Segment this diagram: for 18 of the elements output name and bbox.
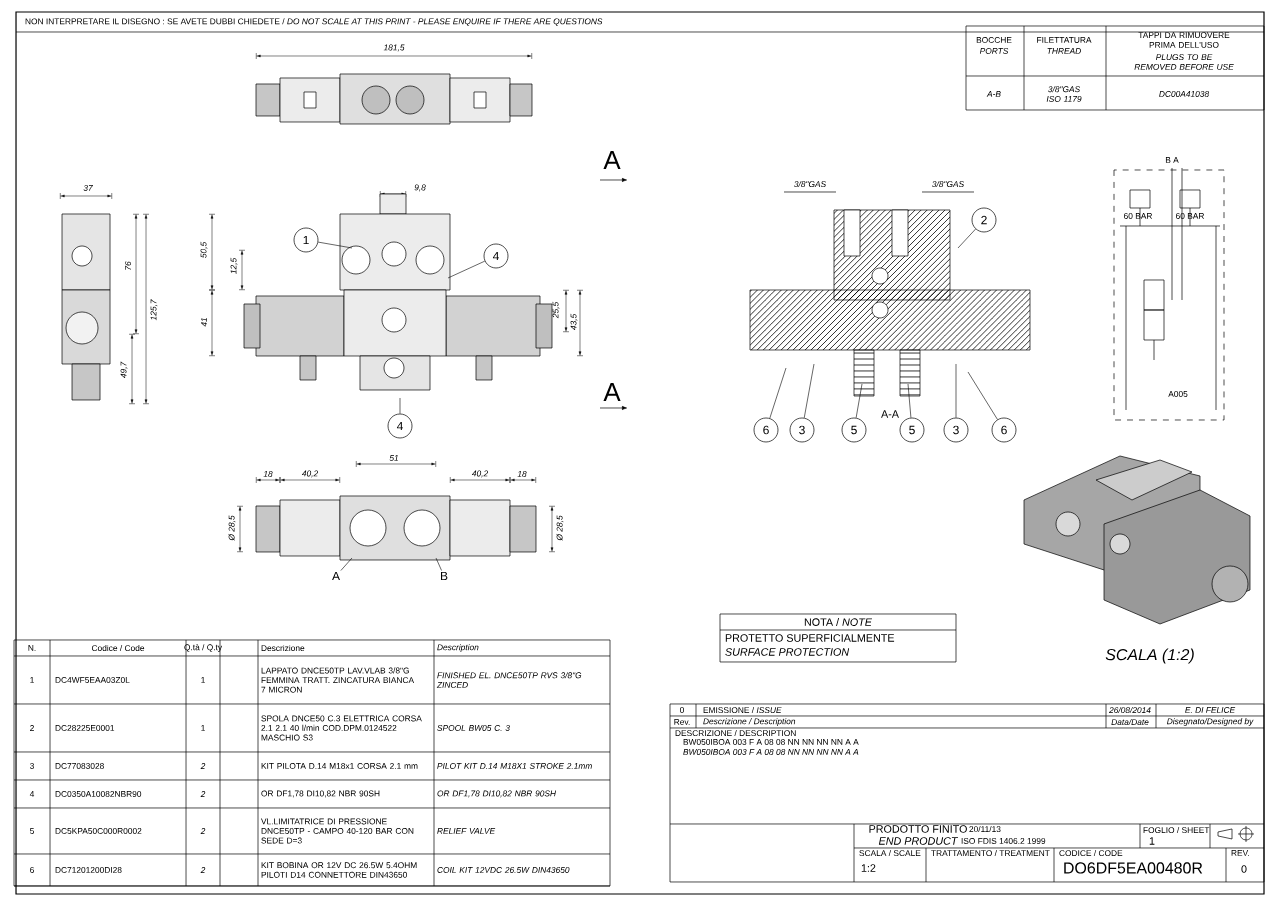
leader-line (907, 383, 912, 418)
leader-line (967, 371, 998, 420)
section-view-drawing (749, 191, 1031, 397)
section-mark: A (603, 151, 621, 169)
leader-line (435, 557, 442, 571)
section-view-drawing (833, 209, 951, 301)
leader-line (340, 557, 353, 571)
leader-line (955, 363, 957, 418)
front-view-drawing (243, 193, 553, 391)
section-mark: A (603, 383, 621, 401)
leader-line (317, 241, 353, 249)
leader-line (399, 397, 401, 414)
leader-line (957, 228, 976, 249)
leader-line (447, 260, 486, 279)
leader-line (855, 383, 863, 419)
leader-line (769, 367, 787, 419)
bottom-view-drawing (255, 495, 537, 561)
leader-line (803, 363, 815, 419)
